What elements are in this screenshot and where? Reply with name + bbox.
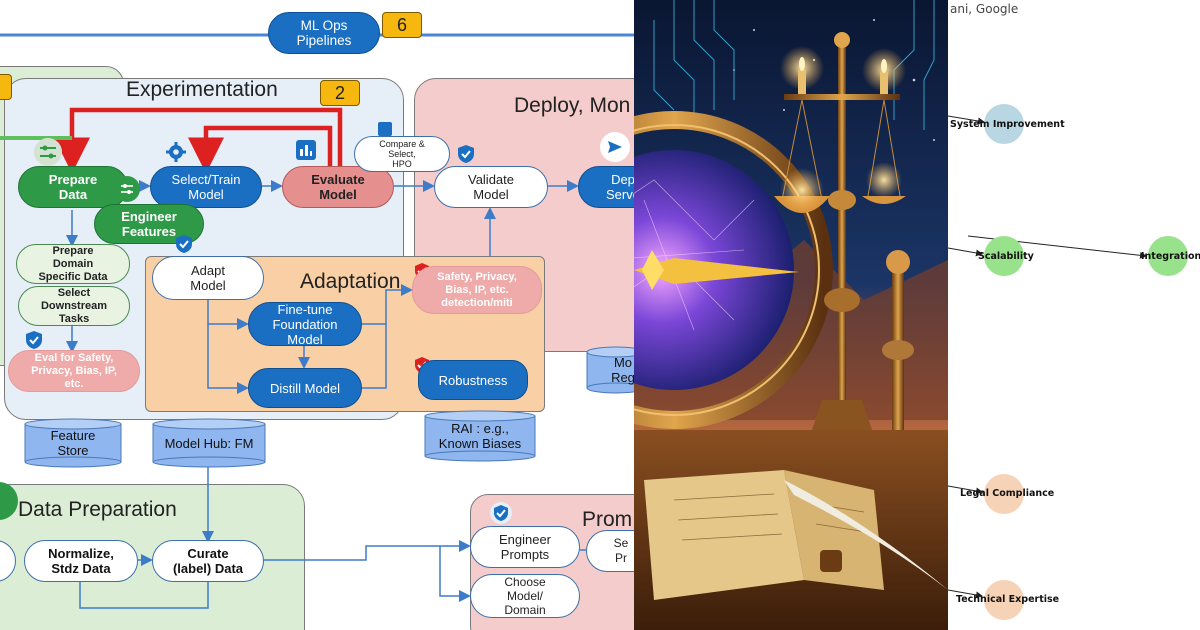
evaluate-model-node: Evaluate Model <box>282 166 394 208</box>
prepare-domain-data-node: Prepare Domain Specific Data <box>16 244 130 284</box>
graph-node-technical-expertise <box>984 580 1024 620</box>
graph-node-system-improvement <box>984 104 1024 144</box>
deploy-serve-node: Dep Serve <box>578 166 634 208</box>
deploy-title: Deploy, Mon <box>514 94 631 117</box>
graph-label-system-improvement: System Improvement <box>950 119 1065 130</box>
validate-model-node: Validate Model <box>434 166 548 208</box>
graph-label-technical-expertise: Technical Expertise <box>956 594 1060 605</box>
engineer-features-node: Engineer Features <box>94 204 204 244</box>
choose-model-node: Choose Model/ Domain <box>470 574 580 618</box>
sliders-icon <box>34 138 62 166</box>
curate-data-node: Curate (label) Data <box>152 540 264 582</box>
mlops-badge: 6 <box>382 12 422 38</box>
mlops-diagram: ML Ops Pipelines 6 Experimentation 2 Dep… <box>0 12 634 630</box>
graph-label-legal-compliance: Legal Compliance <box>960 488 1055 499</box>
graph-node-legal-compliance <box>984 474 1024 514</box>
model-hub-cylinder: Model Hub: FM <box>152 418 266 468</box>
graph-node-scalability <box>984 236 1024 276</box>
shield-check-icon <box>456 144 476 164</box>
justice-illustration <box>634 0 948 630</box>
model-hub-label: Model Hub: FM <box>164 435 254 451</box>
normalize-node: Normalize, Stdz Data <box>24 540 138 582</box>
mlops-pipelines-pill: ML Ops Pipelines <box>268 12 380 54</box>
data-preparation-title: Data Preparation <box>18 498 177 521</box>
experimentation-badge: 2 <box>320 80 360 106</box>
select-downstream-tasks-node: Select Downstream Tasks <box>18 286 130 326</box>
se-pr-node: Se Pr <box>586 530 634 572</box>
feature-store-label: Feature Store <box>50 428 96 458</box>
model-registry-label: Mo Reg <box>611 355 634 385</box>
graph-label-integration: Integration <box>1141 251 1200 262</box>
prompt-title: Prom <box>582 508 633 531</box>
shield-check-icon-3 <box>24 330 44 350</box>
tune-icon <box>114 176 140 202</box>
prepare-data-node: Prepare Data <box>18 166 128 208</box>
shield-check-icon-2 <box>174 234 194 254</box>
engineer-prompts-node: Engineer Prompts <box>470 526 580 568</box>
safety-detection-node: Safety, Privacy, Bias, IP, etc. detectio… <box>412 266 542 314</box>
distill-model-node: Distill Model <box>248 368 362 408</box>
robustness-node: Robustness <box>418 360 528 400</box>
graph-edges <box>948 115 1147 599</box>
fantasy-scene-image <box>634 0 948 630</box>
small-chart-icon <box>378 122 392 136</box>
adaptation-title: Adaptation <box>300 270 401 293</box>
compare-select-hpo-node: Compare & Select, HPO <box>354 136 450 172</box>
adapt-model-node: Adapt Model <box>152 256 264 300</box>
rai-cylinder: RAI : e.g., Known Biases <box>424 410 536 462</box>
fine-tune-node: Fine-tune Foundation Model <box>248 302 362 347</box>
rai-label: RAI : e.g., Known Biases <box>438 421 522 451</box>
model-registry-cylinder: Mo Reg <box>586 346 634 394</box>
graph-header-text: ani, Google <box>950 2 1019 16</box>
flow-arrows <box>0 107 586 609</box>
gear-icon <box>164 140 188 164</box>
left-badge <box>0 74 12 100</box>
green-circle-icon <box>0 482 18 520</box>
feature-store-cylinder: Feature Store <box>24 418 122 468</box>
shield-check-icon-4 <box>490 502 512 524</box>
bar-chart-icon <box>296 140 316 160</box>
eval-safety-node: Eval for Safety, Privacy, Bias, IP, etc. <box>8 350 140 392</box>
send-icon <box>600 132 630 162</box>
experimentation-title: Experimentation <box>126 78 278 101</box>
select-train-model-node: Select/Train Model <box>150 166 262 208</box>
graph-label-scalability: Scalability <box>978 251 1034 262</box>
concept-graph: ani, Google System Improvement Scalabili… <box>948 0 1200 630</box>
graph-node-integration <box>1148 236 1188 276</box>
